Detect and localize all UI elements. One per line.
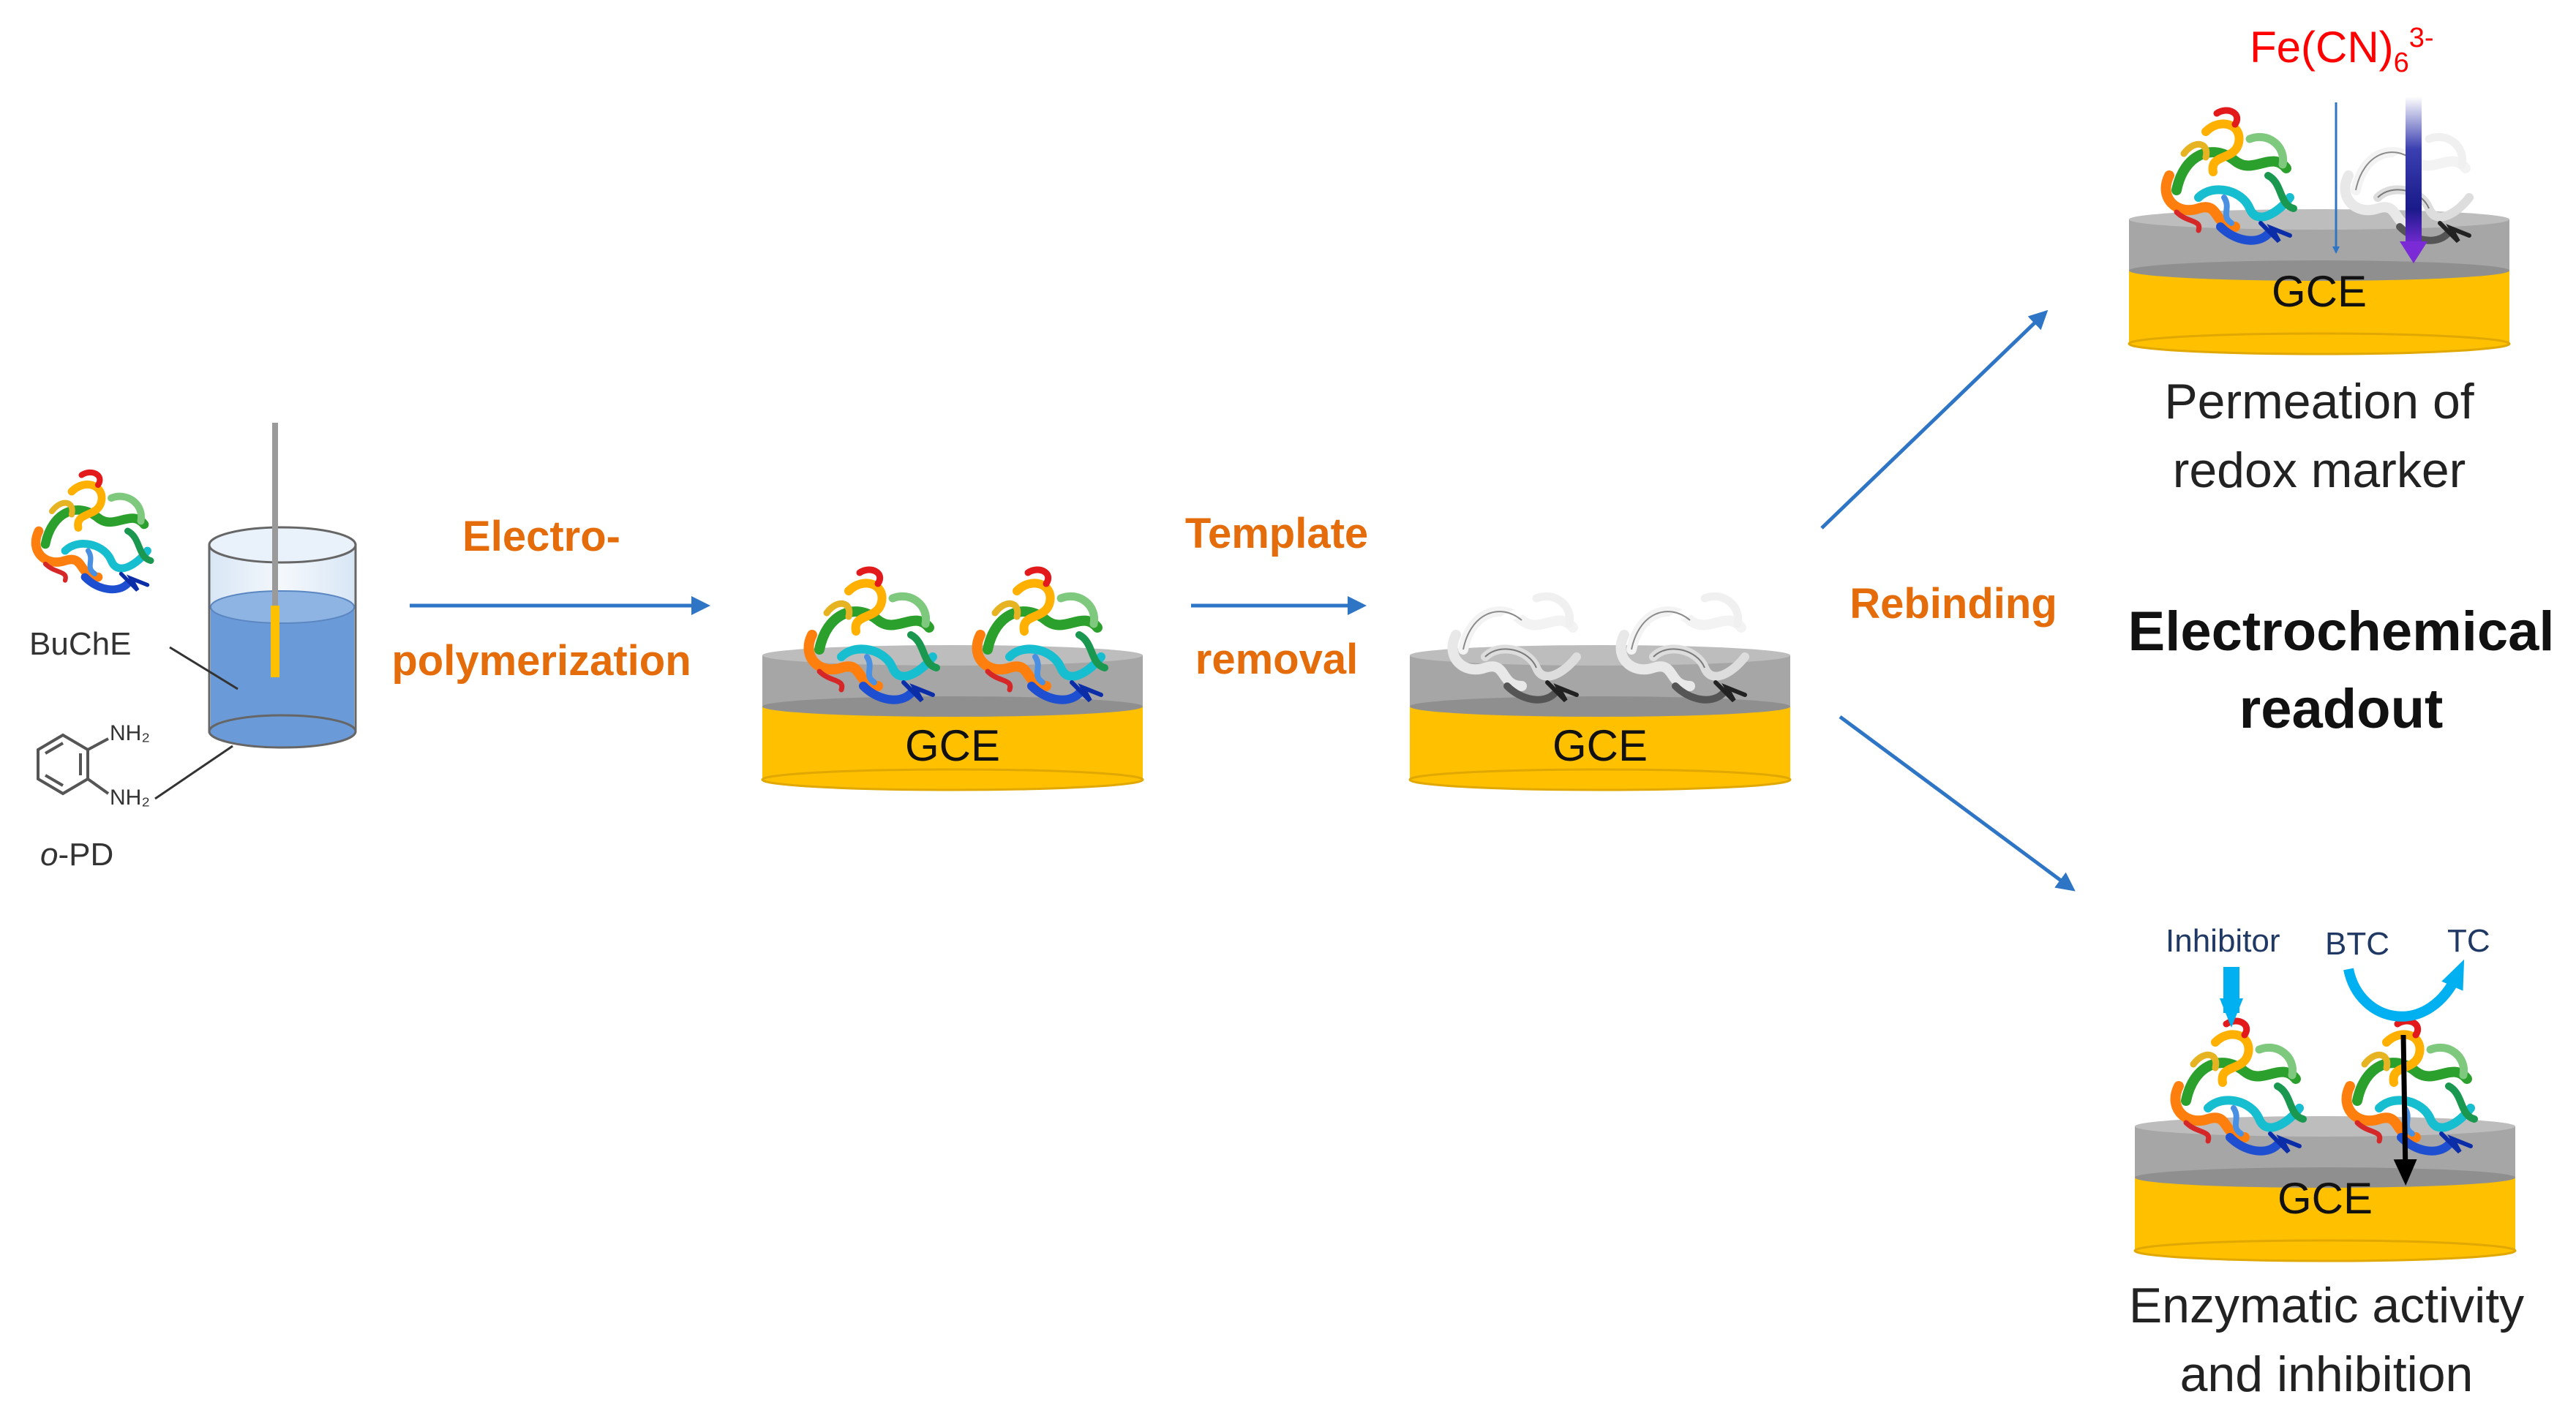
step-template-removal-line2: removal	[1195, 636, 1359, 683]
substrate-conversion-arrow	[2343, 959, 2465, 1022]
signal-arrow	[2393, 1034, 2417, 1186]
rebinding-arrow-up	[1820, 309, 2049, 530]
gce-label-activity: GCE	[2277, 1174, 2373, 1223]
electrochemical-cell-icon	[208, 423, 357, 749]
gce-label-imprinted: GCE	[1552, 721, 1648, 770]
readout-heading-line1: Electrochemical	[2128, 600, 2555, 663]
permeation-caption-line2: redox marker	[2172, 442, 2466, 498]
redox-flux-bar	[2406, 97, 2422, 246]
step-electropolymerization-line1: Electro-	[462, 513, 620, 560]
protein-ribbon-icon	[36, 472, 151, 590]
substrate-label: BTC	[2325, 926, 2389, 962]
monomer-pointer-line	[154, 745, 233, 800]
redox-marker-label: Fe(CN)63-	[2250, 22, 2434, 79]
rebinding-arrow-down	[1839, 715, 2076, 892]
benzene-diamine-structure-icon	[37, 733, 110, 796]
inhibitor-label: Inhibitor	[2166, 923, 2280, 959]
enzymatic-caption-line2: and inhibition	[2179, 1347, 2474, 1402]
enzymatic-caption-line1: Enzymatic activity	[2128, 1278, 2525, 1333]
monomer-label-italic: o	[40, 837, 59, 873]
amine-label-top: NH₂	[110, 721, 150, 745]
enzyme-pointer-line	[169, 646, 239, 690]
redox-marker-sub: 6	[2393, 48, 2409, 78]
step-electropolymerization-line2: polymerization	[391, 637, 691, 685]
redox-flux-head	[2400, 241, 2427, 263]
gce-label-embedded: GCE	[904, 721, 1001, 770]
gce-label-permeation: GCE	[2271, 267, 2367, 316]
step-rebinding: Rebinding	[1850, 580, 2057, 628]
redox-marker-base: Fe(CN)	[2250, 23, 2394, 72]
amine-label-bottom: NH₂	[110, 786, 150, 810]
step-template-removal-line1: Template	[1184, 510, 1369, 557]
product-label: TC	[2447, 923, 2490, 959]
permeation-caption-line1: Permeation of	[2164, 374, 2474, 429]
readout-heading-line2: readout	[2239, 678, 2444, 740]
monomer-label-rest: -PD	[58, 837, 114, 873]
enzyme-label: BuChE	[29, 626, 132, 662]
monomer-label: o-PD	[40, 837, 113, 873]
redox-marker-sup: 3-	[2408, 23, 2434, 53]
